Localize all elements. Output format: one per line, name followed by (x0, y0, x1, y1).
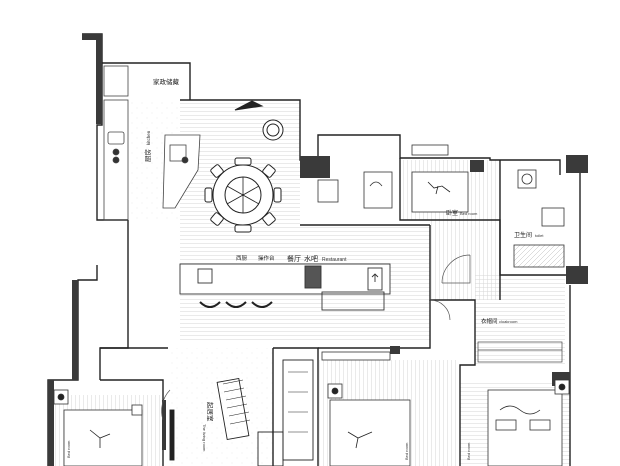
label-restaurant: Restaurant (322, 257, 347, 263)
bathroom-fixtures (513, 169, 565, 268)
wall-posts (48, 34, 588, 466)
chair (273, 187, 282, 203)
wall-top (180, 99, 561, 175)
label-bar: 水吧 (304, 254, 318, 263)
label-bedroom-mid: Bed room (404, 442, 409, 460)
wall-post (566, 266, 588, 284)
wall-post (470, 160, 484, 172)
label-bedroom-left: Bed room (66, 440, 71, 458)
label-bedroom-en: Bed room (460, 211, 478, 216)
wall-post (48, 380, 54, 466)
wardrobe (321, 351, 391, 361)
bedroom-mid-furniture (321, 351, 411, 466)
wall-kitchen-bottom (99, 220, 129, 380)
storage-shelf (103, 65, 129, 97)
desk (317, 179, 339, 203)
bar-counter (179, 263, 391, 295)
plant (266, 123, 280, 137)
stove-burner (112, 148, 120, 156)
wall-bed-mid-right (318, 300, 431, 349)
rug (216, 378, 250, 440)
chair (262, 164, 276, 178)
nightstand (131, 404, 143, 416)
sofa-arm (169, 409, 175, 461)
living-floor (168, 348, 273, 466)
bath-unit (363, 171, 393, 209)
label-kitchen-cn: 厨房 (143, 149, 152, 162)
label-living-cn: 起居室 (206, 402, 215, 422)
side-cabinet (282, 359, 314, 461)
label-cloakroom-cn: 衣帽间 (481, 317, 498, 325)
closet-doors (411, 144, 449, 156)
wall-corridor (429, 225, 476, 466)
door-swings (161, 254, 471, 421)
bar-block (304, 265, 322, 289)
pillow (529, 419, 551, 431)
bed (411, 171, 469, 213)
wall-post (300, 156, 330, 178)
counter (103, 99, 129, 221)
lamp (558, 383, 566, 391)
label-island: 操作台 (258, 254, 275, 262)
bar-sink (197, 268, 213, 284)
label-kitchen-en: kitchen (146, 130, 151, 145)
island-tap (181, 156, 189, 164)
label-bedroom-cn: 卧室 (446, 209, 458, 217)
chair (234, 157, 252, 166)
chair (210, 212, 224, 226)
label-storage: 家政储藏 (153, 77, 180, 86)
lamp (331, 387, 339, 395)
pillow (495, 419, 517, 431)
chair (204, 187, 213, 203)
chair (210, 164, 224, 178)
bar-top (321, 291, 385, 311)
sink (107, 131, 125, 145)
kitchen-counter (103, 65, 129, 221)
wall-storage (102, 62, 191, 100)
chair (234, 224, 252, 233)
label-cloakroom-en: cloakroom (499, 319, 518, 324)
label-bedroom-right: Bed room (466, 442, 471, 460)
wall-post (390, 346, 400, 354)
small-bedroom-bed (317, 144, 469, 213)
lamp (57, 393, 65, 401)
bed (63, 409, 143, 466)
wall-bed-mid-top (273, 347, 319, 466)
living-furniture (169, 359, 314, 466)
wall-post (82, 34, 102, 40)
island-bar (179, 263, 391, 311)
room-labels: 家政储藏 厨房 kitchen 西厨 操作台 餐厅 水吧 Restaurant … (66, 77, 544, 460)
western-kitchen-island (162, 134, 201, 209)
wall-post (72, 280, 78, 380)
shower (513, 244, 565, 268)
island-sink (169, 144, 187, 162)
label-bathroom-cn: 卫生间 (514, 231, 532, 239)
wall-post (162, 400, 166, 450)
label-western-kitchen: 西厨 (236, 255, 248, 262)
tv-stand (257, 431, 284, 466)
wall-post (566, 155, 588, 173)
light-fixture (234, 100, 264, 111)
vanity (541, 207, 565, 227)
bedroom-right-furniture (487, 379, 570, 466)
chairs (204, 157, 282, 233)
cloakroom-shelves (477, 341, 563, 363)
wall-bath (499, 160, 570, 276)
stove-burner (112, 156, 120, 164)
wall-top-left (82, 33, 128, 221)
toilet-bowl (521, 173, 533, 185)
dining-table (204, 119, 284, 233)
wall-post (96, 34, 102, 124)
label-dining: 餐厅 (287, 254, 301, 263)
chair (262, 212, 276, 226)
bedroom-left-furniture (53, 389, 143, 466)
label-bathroom-en: toilet (535, 233, 544, 238)
shelf-unit (477, 341, 563, 363)
label-living-en: The living room (202, 424, 207, 452)
